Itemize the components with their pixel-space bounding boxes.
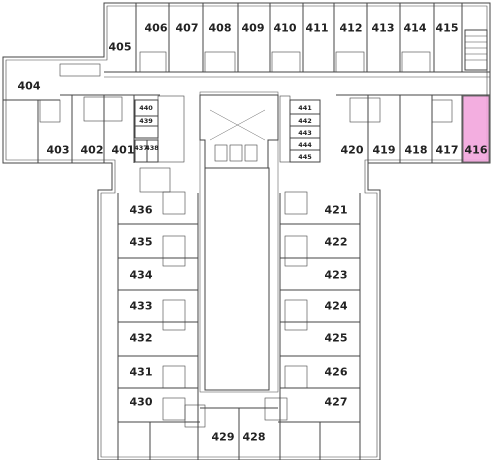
highlight-room-416 xyxy=(462,95,490,163)
building-outline xyxy=(2,2,491,460)
atrium-outline xyxy=(199,94,279,169)
